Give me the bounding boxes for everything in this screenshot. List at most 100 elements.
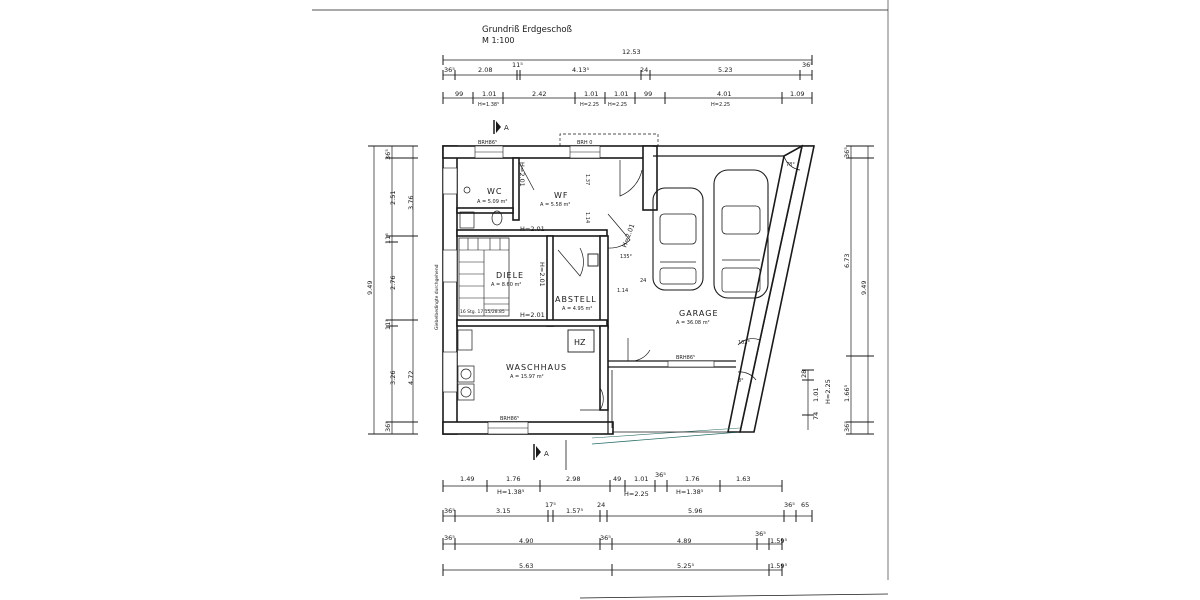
- car-right: [713, 169, 769, 299]
- dim-top-sub-3: H=2.25: [711, 102, 730, 108]
- label-angle-135: 135°: [620, 254, 633, 260]
- dim-bot-r4-2: 1.59⁵: [770, 562, 787, 570]
- dim-right-2: 9.49: [860, 281, 868, 295]
- dim-top-r2-4: 1.01: [614, 90, 628, 98]
- dim-bot-r2-7: 65: [801, 501, 809, 509]
- stair-label: 16 Stg. 17.15/28.85: [460, 309, 505, 315]
- terrace-lines: [591, 427, 741, 445]
- dim-top-r1-2: 11⁵: [512, 61, 523, 69]
- label-m114b: 1.14: [617, 288, 628, 294]
- staircase: 16 Stg. 17.15/28.85: [458, 237, 510, 317]
- dim-top-r2-7: 1.09: [790, 90, 804, 98]
- dim-right-sub: H=2.25: [824, 379, 832, 404]
- section-cut-bottom: A: [533, 444, 549, 460]
- dim-right-4: 1.01: [812, 388, 820, 402]
- dim-top-r2-2: 2.42: [532, 90, 546, 98]
- dim-left-2: 11⁵: [384, 233, 392, 244]
- car-left: [652, 187, 704, 291]
- label-h201-wf: H=2.01: [520, 225, 545, 233]
- fixtures: [457, 186, 599, 401]
- top-dimensions: 12.53 36⁵ 2.08 11⁵ 4.13⁵ 24 5.23 36⁵ 99 …: [442, 48, 813, 108]
- dim-top-r2-3: 1.01: [584, 90, 598, 98]
- right-dimensions: 36⁵ 6.73 9.49 28 1.01 74 1.66⁵ 36⁵ H=2.2…: [800, 145, 874, 435]
- dim-bot-r3-1: 4.90: [519, 537, 533, 545]
- room-hz-name: HZ: [574, 338, 586, 347]
- plan-annotations: BRH86⁵ BRH 0 BRH86⁵ BRH86⁵ H=2.01 H=2.01…: [434, 140, 795, 422]
- label-m114: 1.14: [584, 212, 590, 223]
- room-garage-area: A = 36.08 m²: [676, 320, 710, 326]
- dim-bot-r3-4: 36⁵: [755, 530, 766, 538]
- dim-bot-sub-0: H=1.38⁵: [497, 488, 525, 496]
- label-bal-top: BRH86⁵: [478, 140, 497, 146]
- label-angle-78: 78°: [786, 162, 795, 168]
- dim-bot-r1-4: 1.01: [634, 475, 648, 483]
- dim-bot-r4-0: 5.63: [519, 562, 533, 570]
- plan-scale: M 1:100: [482, 36, 515, 45]
- dim-bot-r2-2: 17⁵: [545, 501, 556, 509]
- room-waschhaus-name: WASCHHAUS: [506, 363, 567, 372]
- dim-top-r2-6: 4.01: [717, 90, 731, 98]
- dim-top-r1-5: 5.23: [718, 66, 732, 74]
- dim-bot-sub-1: H=2.25: [624, 490, 649, 498]
- dim-top-r1-0: 36⁵: [444, 66, 455, 74]
- dim-bot-r3-3: 4.89: [677, 537, 691, 545]
- bottom-dimensions: 1.49 1.76 2.98 49 1.01 36⁵ 1.76 1.63 H=1…: [442, 471, 813, 576]
- dim-left-total: 9.49: [366, 281, 374, 295]
- dim-bot-r1-6: 1.76: [685, 475, 699, 483]
- dim-top-sub-1: H=2.25: [580, 102, 599, 108]
- label-m24: 24: [640, 278, 646, 284]
- dim-right-6: 1.66⁵: [843, 385, 851, 402]
- dim-top-r2-1: 1.01: [482, 90, 496, 98]
- dim-bot-r1-5: 36⁵: [655, 471, 666, 479]
- dim-right-5: 74: [812, 412, 820, 420]
- label-bal-top-mid: BRH 0: [577, 140, 592, 146]
- dim-top-r2-0: 99: [455, 90, 463, 98]
- dim-left-4: 4.72: [407, 371, 415, 385]
- dim-bot-r1-2: 2.98: [566, 475, 580, 483]
- room-diele-name: DIELE: [496, 271, 524, 280]
- label-h201-abstell: H=2.01: [538, 262, 546, 287]
- dim-left-6: 36⁵: [384, 421, 392, 432]
- room-wc-name: WC: [487, 187, 503, 196]
- label-wall-note: Giebelbedingte durchgehend: [434, 264, 440, 330]
- label-h201-door: H=2.01: [620, 223, 636, 249]
- dim-bot-r2-6: 36⁵: [784, 501, 795, 509]
- dim-left-1: 3.76: [407, 196, 415, 210]
- plan-title: Grundriß Erdgeschoß: [482, 25, 572, 35]
- dim-bot-r1-1: 1.76: [506, 475, 520, 483]
- dim-top-sub-2: H=2.25: [608, 102, 627, 108]
- room-abstell-name: ABSTELL: [555, 295, 597, 304]
- door-swings: [518, 155, 801, 411]
- room-abstell-area: A = 4.95 m²: [562, 306, 592, 312]
- dim-right-7: 36⁵: [843, 421, 851, 432]
- room-wc-area: A = 5.09 m²: [477, 199, 507, 205]
- room-diele-area: A = 8.60 m²: [491, 282, 521, 288]
- dim-bot-r3-0: 36⁵: [444, 534, 455, 542]
- dim-left-inner-1: 2.76: [389, 276, 397, 290]
- dim-bot-r2-4: 24: [597, 501, 605, 509]
- dim-top-r1-1: 2.08: [478, 66, 492, 74]
- dim-right-1: 6.73: [843, 254, 851, 268]
- dim-bot-r4-1: 5.25⁵: [677, 562, 694, 570]
- dim-right-0: 36⁵: [843, 147, 851, 158]
- room-garage-name: GARAGE: [679, 309, 719, 318]
- room-wf-area: A = 5.58 m²: [540, 202, 570, 208]
- room-waschhaus-area: A = 15.97 m²: [510, 374, 544, 380]
- dim-left-inner-2: 3.26: [389, 371, 397, 385]
- dim-top-r1-3: 4.13⁵: [572, 66, 589, 74]
- dim-left-inner-0: 2.51: [389, 191, 397, 205]
- section-cut-top: A: [493, 120, 509, 134]
- dim-top-r1-4: 24: [640, 66, 648, 74]
- label-bal-mid: BRH86⁵: [676, 355, 695, 361]
- label-h201-diele: H=2.01: [520, 311, 545, 319]
- building-walls: [442, 133, 815, 435]
- dim-bot-r3-2: 36⁵: [600, 534, 611, 542]
- room-wf-name: WF: [554, 191, 569, 200]
- label-angle-8: 8°: [738, 378, 744, 384]
- dim-bot-r1-3: 49: [613, 475, 621, 483]
- dim-top-r1-6: 36⁵: [802, 61, 813, 69]
- dim-left-5: 11⁵: [384, 319, 392, 330]
- dim-bot-r2-1: 3.15: [496, 507, 510, 515]
- dim-top-r2-5: 99: [644, 90, 652, 98]
